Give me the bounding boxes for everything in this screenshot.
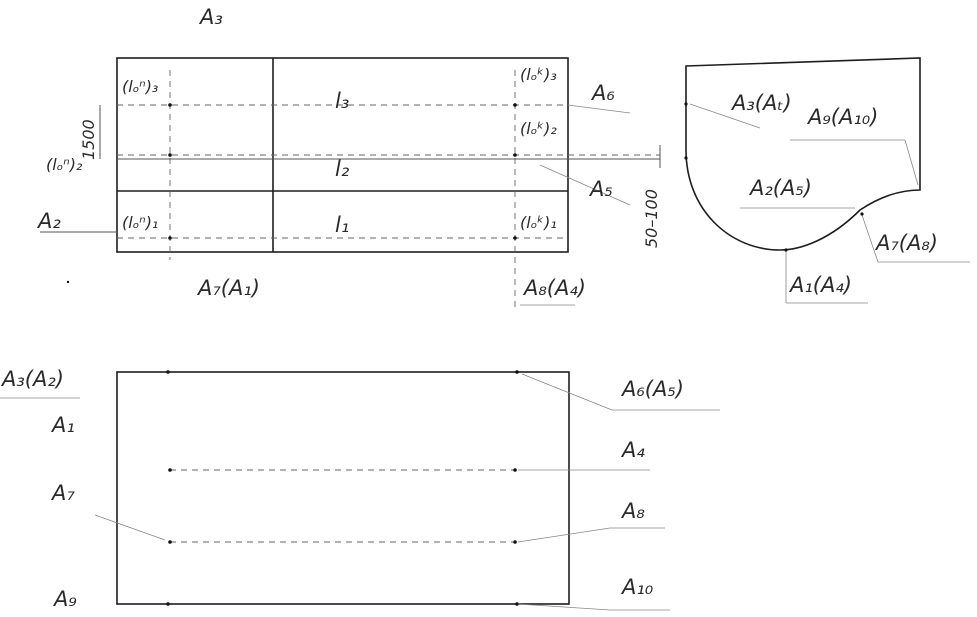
label-lo-k1: (lₒᵏ)₁ (520, 213, 557, 232)
a6-leader (567, 104, 631, 114)
a7-a8-leader (861, 214, 879, 263)
label-a9-a10: A₉(A₁₀) (806, 105, 878, 129)
layout-point (513, 540, 517, 544)
label-lo-k3: (lₒᵏ)₃ (520, 65, 557, 84)
plan-point (513, 236, 517, 240)
label-a1: A₁ (50, 413, 75, 437)
label-a6-a5: A₆(A₅) (620, 377, 684, 401)
layout-point (515, 370, 519, 374)
cross-section-view: A₃(Aₜ) A₉(A₁₀) A₂(A₅) A₇(A₈) A₁(A₄) (684, 57, 970, 304)
layout-point (515, 602, 519, 606)
label-a9: A₉ (52, 587, 77, 611)
layout-view: A₃(A₂) A₁ A₇ A₉ A₆(A₅) A₄ A₈ A₁₀ (0, 367, 720, 611)
plan-point (168, 153, 172, 157)
plan-point (513, 103, 517, 107)
label-a8: A₈ (620, 499, 645, 523)
label-a8-a4: A₈(A₄) (522, 276, 586, 300)
a5-leader (539, 164, 631, 206)
label-a4: A₄ (620, 438, 645, 462)
label-a2: A₂ (36, 209, 61, 233)
layout-point (168, 540, 172, 544)
label-a3-at: A₃(Aₜ) (730, 91, 792, 115)
layout-point (166, 602, 170, 606)
dimension-50-100: 50–100 (642, 189, 661, 248)
label-l2: l₂ (335, 157, 350, 181)
section-point (684, 102, 688, 106)
section-point (784, 248, 788, 252)
layout-outline (116, 371, 570, 605)
a10-leader (517, 603, 611, 611)
a7-leader-layout (94, 514, 166, 541)
label-l1: l₁ (335, 213, 349, 237)
plan-point (513, 153, 517, 157)
label-lo-n2: (lₒⁿ)₂ (46, 155, 83, 174)
label-lo-k2: (lₒᵏ)₂ (520, 119, 557, 138)
a9-a10-leader-tail (904, 139, 919, 186)
a6-a5-leader (521, 373, 613, 411)
label-l3: l₃ (335, 89, 349, 113)
label-a7-a8: A₇(A₈) (874, 231, 938, 255)
plan-view: A₃ A₂ A₆ A₅ A₇(A₁) A₈(A₄) l₃ l₂ l₁ (lₒⁿ)… (36, 5, 661, 312)
plan-point (168, 103, 172, 107)
label-lo-n3: (lₒⁿ)₃ (122, 77, 158, 96)
label-a3: A₃ (198, 5, 223, 29)
label-a10: A₁₀ (620, 575, 654, 599)
section-point (684, 156, 688, 160)
layout-point (166, 370, 170, 374)
label-a7: A₇ (50, 481, 75, 505)
plan-point (168, 236, 172, 240)
a3-at-leader (689, 103, 761, 129)
label-a2-a5: A₂(A₅) (748, 176, 812, 200)
label-a6: A₆ (590, 81, 615, 105)
section-point (860, 212, 864, 216)
a8-leader-layout (517, 527, 611, 543)
label-a7-a1: A₇(A₁) (196, 276, 260, 300)
layout-point (513, 468, 517, 472)
layout-point (168, 468, 172, 472)
dimension-1500: 1500 (79, 119, 98, 160)
label-a5: A₅ (588, 177, 613, 201)
section-outline (685, 57, 921, 251)
label-lo-n1: (lₒⁿ)₁ (122, 213, 158, 232)
label-a1-a4: A₁(A₄) (788, 273, 852, 297)
plan-point (66, 280, 70, 284)
label-a3-a2: A₃(A₂) (0, 367, 64, 391)
